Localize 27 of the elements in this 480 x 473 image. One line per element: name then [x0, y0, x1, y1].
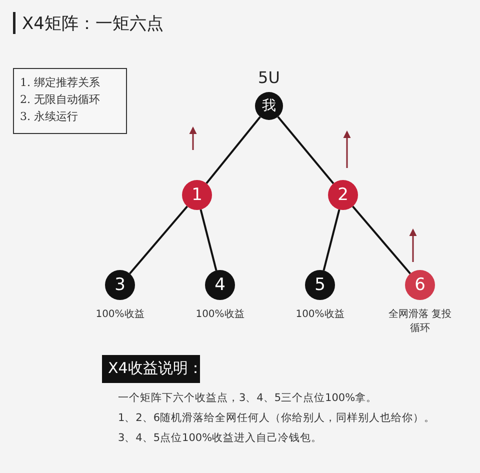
- node-caption: 100%收益: [94, 308, 146, 322]
- node-circle: 3: [105, 270, 135, 300]
- node-circle: 2: [328, 180, 358, 210]
- node-circle: 1: [182, 180, 212, 210]
- connector-line: [352, 206, 411, 274]
- list-item: 1. 绑定推荐关系: [20, 75, 101, 91]
- info-box: [13, 68, 127, 134]
- note-text: 一个矩阵下六个收益点，3、4、5三个点位100%拿。: [118, 391, 378, 405]
- connector-line: [129, 206, 188, 274]
- node-caption: 全网滑落 复投循环: [388, 308, 452, 336]
- list-item: 3. 永续运行: [20, 109, 79, 125]
- node-circle: 5: [305, 270, 335, 300]
- note-text: 3、4、5点位100%收益进入自己冷钱包。: [118, 431, 322, 445]
- node-circle: 6: [405, 270, 435, 300]
- heading-box: X4收益说明：: [102, 355, 200, 383]
- note-text: 1、2、6随机滑落给全网任何人（你给别人，同样别人也给你）。: [118, 411, 436, 425]
- title: X4矩阵：一矩六点: [22, 13, 164, 35]
- node-circle: 我: [255, 92, 283, 120]
- connector-line: [322, 209, 340, 271]
- node-caption: 5U: [257, 68, 281, 87]
- node-circle: 4: [205, 270, 235, 300]
- connector-line: [277, 116, 334, 184]
- node-caption: 100%收益: [294, 308, 346, 322]
- connector-line: [206, 116, 261, 184]
- node-caption: 100%收益: [194, 308, 246, 322]
- list-item: 2. 无限自动循环: [20, 92, 101, 108]
- connector-line: [200, 209, 218, 271]
